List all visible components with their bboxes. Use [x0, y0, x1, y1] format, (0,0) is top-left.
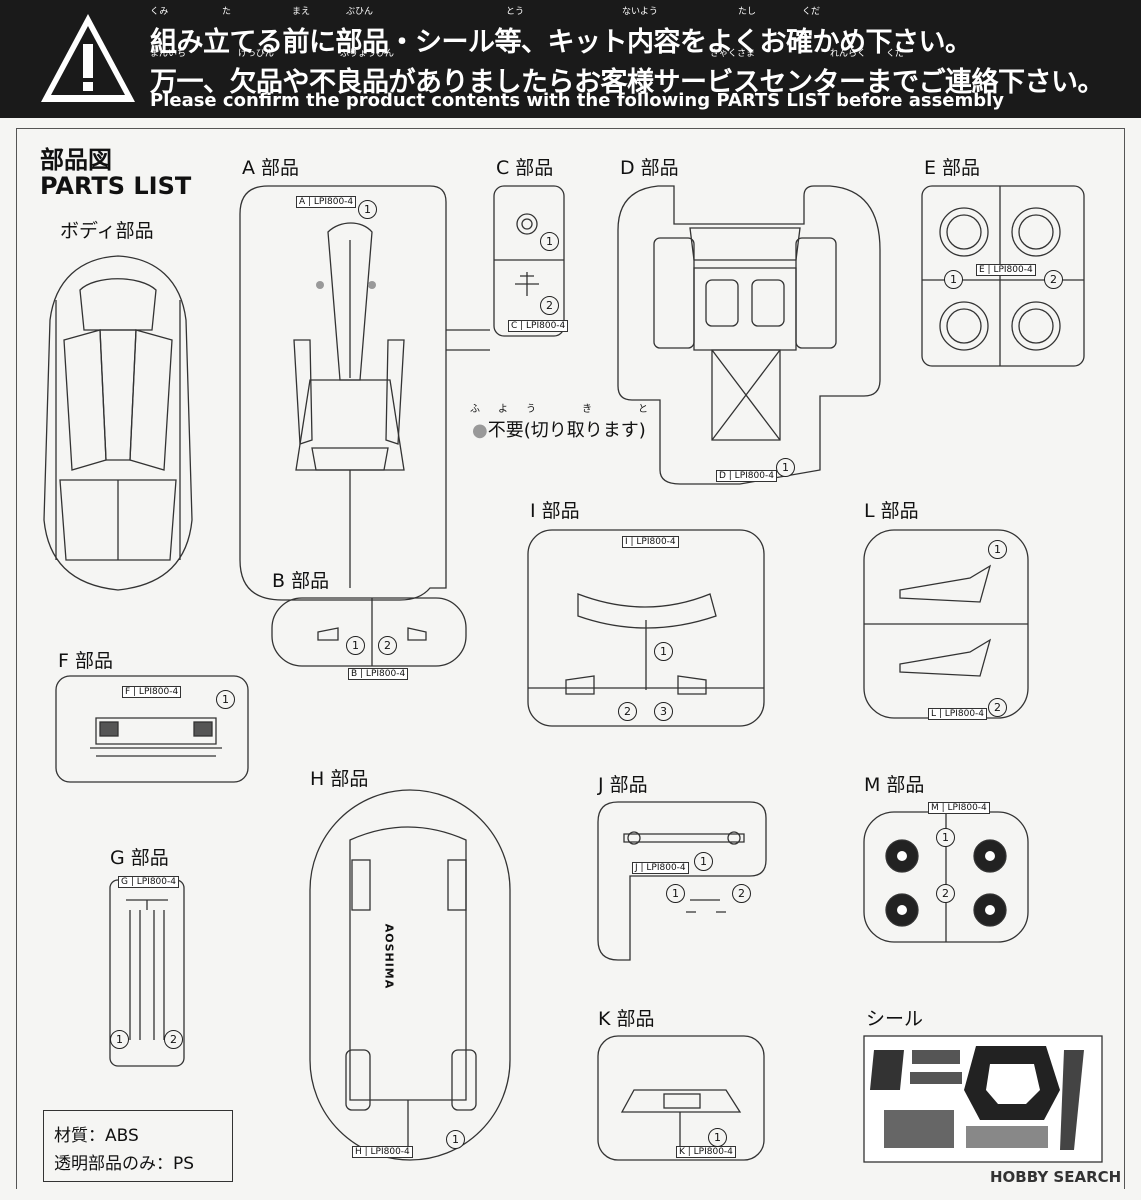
runner-tag-c: C | LPI800-4	[508, 320, 569, 332]
group-b-label: B 部品	[272, 570, 330, 592]
unneeded-furigana: ふよう き と	[470, 404, 666, 415]
furigana: た	[222, 7, 232, 17]
runner-tag-h: H | LPI800-4	[352, 1146, 413, 1158]
part-number-circle: 1	[776, 458, 795, 477]
runner-tag-d: D | LPI800-4	[716, 470, 777, 482]
part-number-circle: 1	[654, 642, 673, 661]
part-number-circle: 2	[988, 698, 1007, 717]
furigana: れんらく	[830, 49, 867, 59]
group-h-label: H 部品	[310, 768, 369, 790]
furigana: くだ	[802, 7, 821, 17]
seal-label: シール	[866, 1008, 924, 1030]
group-f-label: F 部品	[58, 650, 113, 672]
runner-tag-l: L | LPI800-4	[928, 708, 988, 720]
furigana: たし	[738, 7, 757, 17]
warning-banner: くみたまえぶひんとうないようたしくだ 組み立てる前に部品・シール等、キット内容を…	[0, 0, 1141, 118]
part-number-circle: 1	[936, 828, 955, 847]
runner-tag-a: A | LPI800-4	[296, 196, 357, 208]
runner-tag-e: E | LPI800-4	[976, 264, 1036, 276]
runner-tag-b: B | LPI800-4	[348, 668, 409, 680]
part-number-circle: 1	[358, 200, 377, 219]
furigana: ないよう	[622, 7, 658, 17]
part-number-circle: 1	[216, 690, 235, 709]
furigana: まえ	[292, 7, 311, 17]
runner-l	[863, 529, 1029, 719]
body-shell-drawing	[43, 255, 193, 591]
runner-m	[863, 811, 1029, 943]
part-number-circle: 1	[694, 852, 713, 871]
part-number-circle: 1	[988, 540, 1007, 559]
parts-list-title-jp: 部品図	[40, 146, 112, 174]
runner-j	[597, 801, 767, 961]
group-i-label: I 部品	[530, 500, 580, 522]
header-line-1: 組み立てる前に部品・シール等、キット内容をよくお確かめ下さい。	[150, 27, 972, 58]
runner-tag-j: J | LPI800-4	[632, 862, 689, 874]
part-number-circle: 2	[540, 296, 559, 315]
part-number-circle: 2	[1044, 270, 1063, 289]
unneeded-dot-icon: ●	[472, 420, 488, 441]
aoshima-stamp: AOSHIMA	[382, 923, 396, 990]
group-l-label: L 部品	[864, 500, 919, 522]
runner-tag-i: I | LPI800-4	[622, 536, 679, 548]
runner-tag-f: F | LPI800-4	[122, 686, 182, 698]
group-a-label: A 部品	[242, 157, 300, 179]
parts-list-frame	[16, 128, 1125, 1189]
group-j-label: J 部品	[598, 774, 648, 796]
material-box: 材質：ABS 透明部品のみ：PS	[43, 1110, 233, 1182]
part-number-circle: 1	[446, 1130, 465, 1149]
runner-tag-m: M | LPI800-4	[928, 802, 990, 814]
header-line-english: Please confirm the product contents with…	[150, 90, 1005, 111]
runner-d	[617, 185, 881, 485]
part-number-circle: 2	[618, 702, 637, 721]
runner-k	[597, 1035, 765, 1161]
group-k-label: K 部品	[598, 1008, 655, 1030]
part-number-circle: 1	[944, 270, 963, 289]
runner-f	[55, 675, 249, 783]
part-number-circle: 1	[540, 232, 559, 251]
runner-i	[527, 529, 765, 727]
furigana: くだ	[886, 49, 905, 59]
part-number-circle: 3	[654, 702, 673, 721]
unneeded-note: ●不要(切り取ります)	[472, 416, 646, 442]
furigana: とう	[506, 7, 525, 17]
furigana: けっぴん	[238, 49, 275, 59]
part-number-circle: 1	[666, 884, 685, 903]
runner-b	[271, 597, 467, 667]
header-line-2: 万一、欠品や不良品がありましたらお客様サービスセンターまでご連絡下さい。	[150, 67, 1105, 98]
group-m-label: M 部品	[864, 774, 925, 796]
group-g-label: G 部品	[110, 847, 169, 869]
furigana: きゃくさま	[710, 49, 756, 59]
furigana: ぶひん	[346, 7, 374, 17]
group-e-label: E 部品	[924, 157, 981, 179]
runner-a	[239, 185, 490, 601]
runner-tag-g: G | LPI800-4	[118, 876, 179, 888]
part-number-circle: 2	[164, 1030, 183, 1049]
sticker-sheet	[863, 1035, 1103, 1163]
unneeded-text: 不要(切り取ります)	[487, 420, 646, 441]
furigana: くみ	[150, 7, 169, 17]
runner-tag-k: K | LPI800-4	[676, 1146, 736, 1158]
part-number-circle: 1	[708, 1128, 727, 1147]
body-parts-label: ボディ部品	[60, 220, 154, 242]
part-number-circle: 2	[378, 636, 397, 655]
material-line-2: 透明部品のみ：PS	[54, 1154, 195, 1174]
part-number-circle: 1	[346, 636, 365, 655]
part-number-circle: 2	[732, 884, 751, 903]
runner-c	[493, 185, 565, 337]
furigana: ふりょうひん	[340, 49, 395, 59]
parts-list-title-en: PARTS LIST	[40, 172, 192, 200]
hobby-search-watermark: HOBBY SEARCH	[990, 1168, 1122, 1186]
group-d-label: D 部品	[620, 157, 679, 179]
material-line-1: 材質：ABS	[54, 1126, 139, 1146]
runner-h	[309, 789, 511, 1161]
part-number-circle: 1	[110, 1030, 129, 1049]
part-number-circle: 2	[936, 884, 955, 903]
warning-triangle-icon	[41, 14, 135, 102]
furigana: まんいち	[150, 49, 187, 59]
group-c-label: C 部品	[496, 157, 554, 179]
